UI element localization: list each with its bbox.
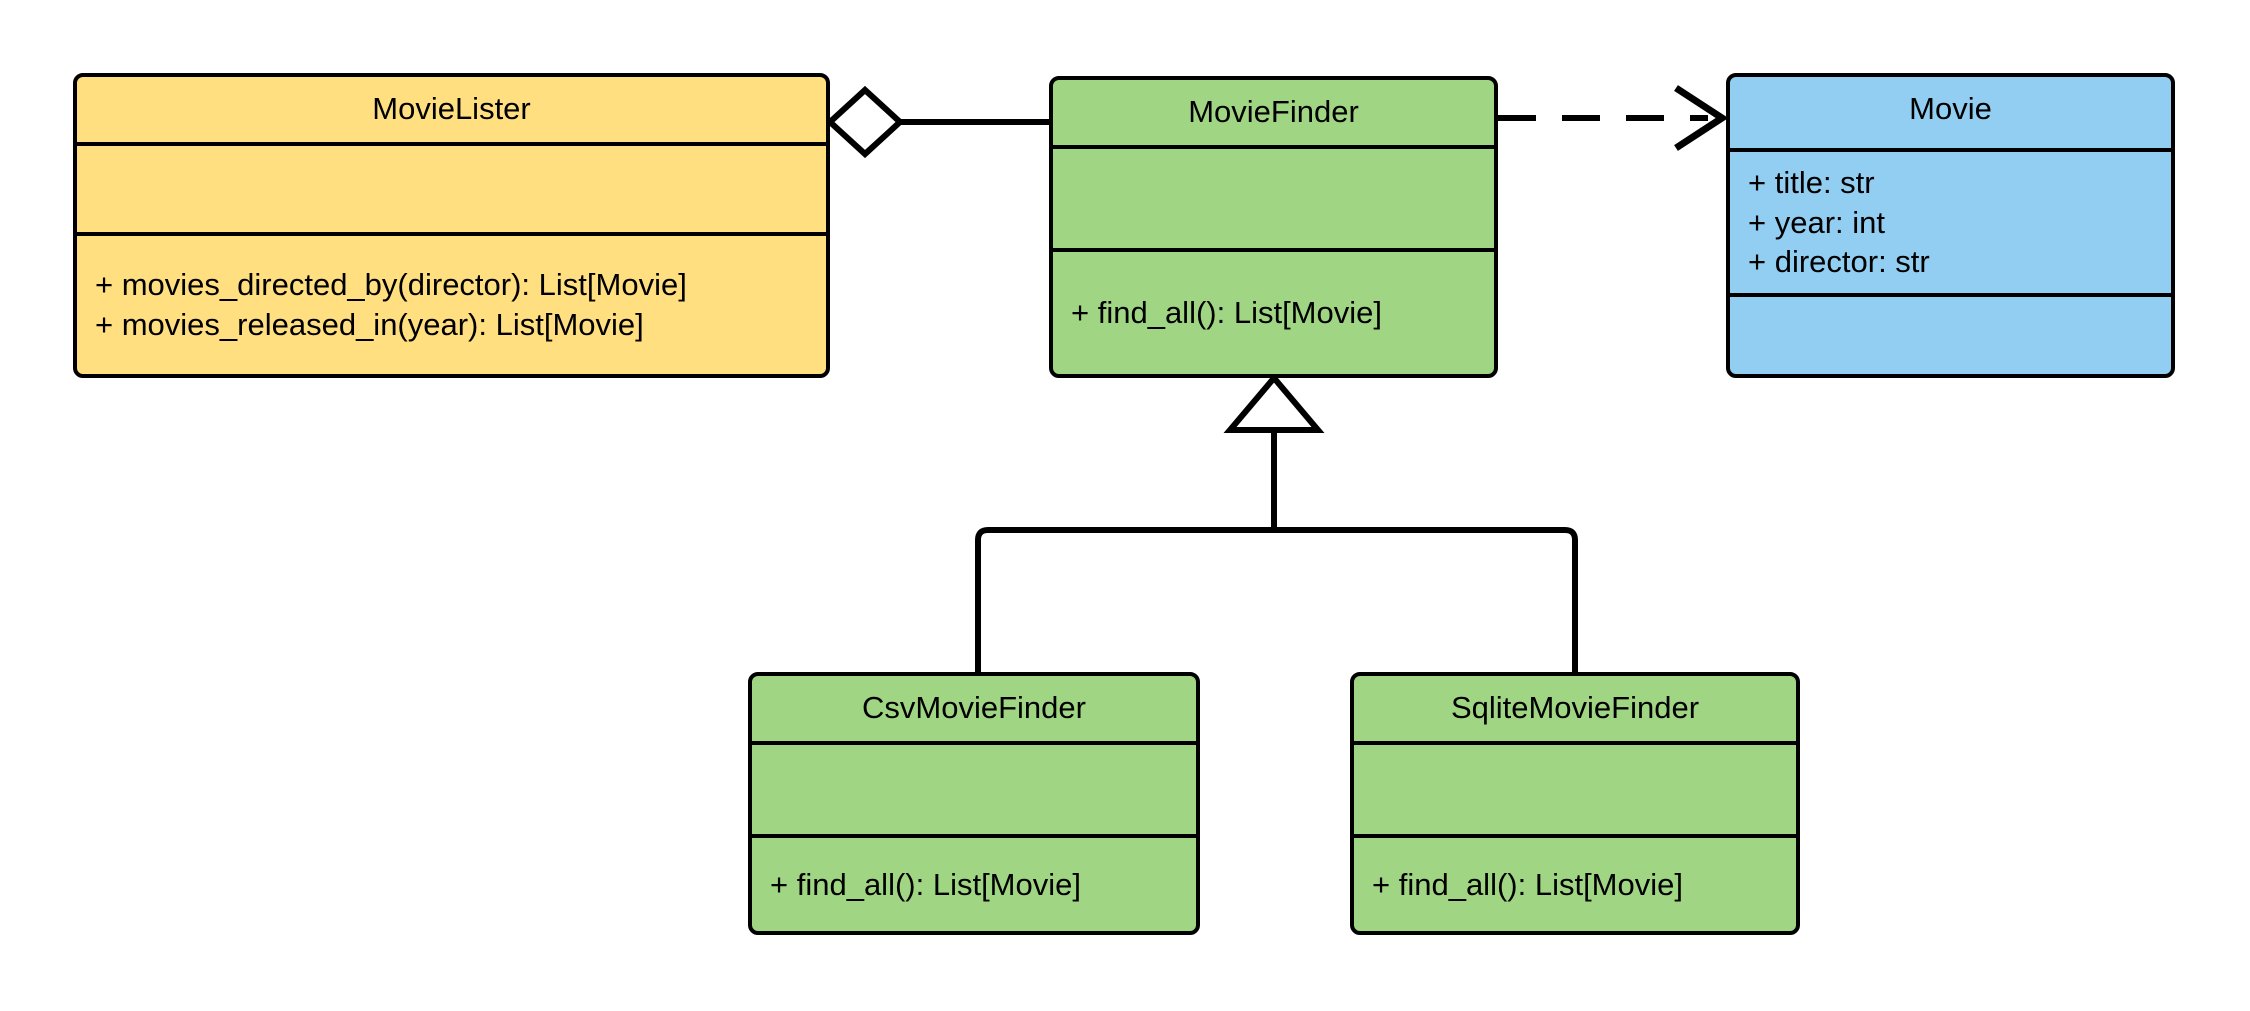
methods-compartment: + find_all(): List[Movie]: [1053, 248, 1494, 374]
method-list: + find_all(): List[Movie]: [1053, 252, 1494, 374]
methods-compartment: + find_all(): List[Movie]: [752, 834, 1196, 931]
generalization-edge-group: [975, 373, 1578, 672]
attribute-list: [752, 745, 1196, 834]
hollow-diamond-icon: [825, 85, 905, 159]
class-name-compartment: SqliteMovieFinder: [1354, 676, 1796, 741]
attributes-compartment: + title: str + year: int + director: str: [1730, 148, 2171, 293]
attribute-item: + title: str: [1748, 164, 1875, 200]
attributes-compartment: [1354, 741, 1796, 834]
method-item: + find_all(): List[Movie]: [1071, 295, 1382, 331]
method-item: + find_all(): List[Movie]: [770, 866, 1081, 902]
class-name-compartment: Movie: [1730, 77, 2171, 148]
method-list: [1730, 297, 2171, 374]
attributes-compartment: [752, 741, 1196, 834]
class-box-sqlite-movie-finder[interactable]: SqliteMovieFinder + find_all(): List[Mov…: [1350, 672, 1800, 935]
class-title-movie-finder: MovieFinder: [1188, 94, 1359, 129]
class-name-compartment: MovieLister: [77, 77, 826, 142]
class-box-csv-movie-finder[interactable]: CsvMovieFinder + find_all(): List[Movie]: [748, 672, 1200, 935]
methods-compartment: + movies_directed_by(director): List[Mov…: [77, 232, 826, 374]
dependency-edge-finder-movie: [1498, 85, 1729, 151]
aggregation-edge-lister-finder: [825, 85, 1049, 159]
method-item: + movies_released_in(year): List[Movie]: [95, 307, 644, 342]
attribute-list: + title: str + year: int + director: str: [1730, 152, 2171, 293]
class-name-compartment: CsvMovieFinder: [752, 676, 1196, 741]
attribute-list: [1354, 745, 1796, 834]
methods-compartment: + find_all(): List[Movie]: [1354, 834, 1796, 931]
attribute-list: [77, 146, 826, 232]
attribute-list: [1053, 149, 1494, 248]
class-title-movie: Movie: [1909, 91, 1992, 126]
class-name-compartment: MovieFinder: [1053, 80, 1494, 145]
class-box-movie-lister[interactable]: MovieLister + movies_directed_by(directo…: [73, 73, 830, 378]
attribute-item: + year: int: [1748, 204, 1885, 240]
class-title-csv-movie-finder: CsvMovieFinder: [862, 690, 1086, 725]
attributes-compartment: [77, 142, 826, 232]
attribute-item: + director: str: [1748, 244, 1930, 280]
method-item: + find_all(): List[Movie]: [1372, 866, 1683, 902]
method-list: + find_all(): List[Movie]: [752, 838, 1196, 931]
generalization-branch-csv: [975, 527, 1274, 672]
hollow-triangle-icon: [1223, 373, 1325, 433]
class-box-movie[interactable]: Movie + title: str + year: int + directo…: [1726, 73, 2175, 378]
class-title-sqlite-movie-finder: SqliteMovieFinder: [1450, 690, 1700, 725]
method-list: + movies_directed_by(director): List[Mov…: [77, 236, 826, 374]
class-title-movie-lister: MovieLister: [372, 91, 531, 126]
open-arrow-icon: [1674, 85, 1729, 151]
method-list: + find_all(): List[Movie]: [1354, 838, 1796, 931]
methods-compartment: [1730, 293, 2171, 374]
class-box-movie-finder[interactable]: MovieFinder + find_all(): List[Movie]: [1049, 76, 1498, 378]
method-item: + movies_directed_by(director): List[Mov…: [95, 267, 687, 303]
attributes-compartment: [1053, 145, 1494, 248]
generalization-branch-sqlite: [1274, 527, 1578, 672]
